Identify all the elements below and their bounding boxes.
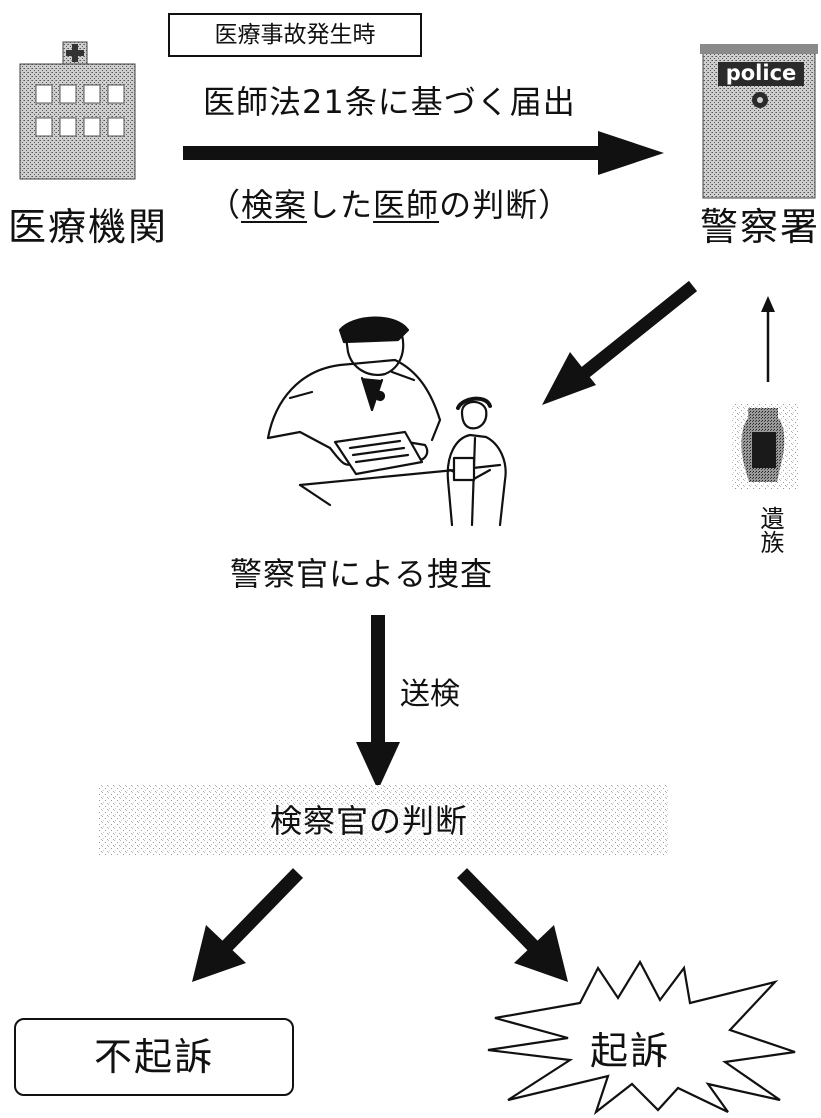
investigation-label: 警察官による捜査 bbox=[230, 555, 494, 593]
hospital-label: 医療機関 bbox=[8, 205, 169, 249]
to-indictment-arrow bbox=[456, 868, 568, 982]
police-station-label: 警察署 bbox=[700, 205, 821, 249]
judgment-tail: の判断） bbox=[439, 186, 572, 224]
prosecutor-judgment-label: 検察官の判断 bbox=[266, 805, 473, 837]
non-indictment-label: 不起訴 bbox=[93, 1035, 214, 1079]
judgment-underlined-term-2: 医師 bbox=[373, 186, 440, 224]
judgment-mid: した bbox=[307, 186, 374, 224]
police-investigation-illustration bbox=[266, 316, 507, 527]
police-station-icon bbox=[700, 44, 818, 199]
referral-label: 送検 bbox=[400, 677, 460, 712]
judgment-underlined-term-1: 検案 bbox=[241, 186, 308, 224]
referral-arrow bbox=[356, 615, 400, 790]
report-law-label: 医師法21条に基づく届出 bbox=[203, 83, 576, 121]
hospital-building-icon bbox=[19, 41, 136, 180]
family-icon bbox=[732, 403, 798, 489]
family-to-police-arrow bbox=[761, 296, 775, 382]
police-sign-text: police bbox=[725, 61, 797, 85]
family-label: 遺族 bbox=[756, 506, 784, 554]
event-label-box: 医療事故発生時 bbox=[168, 13, 422, 57]
non-indictment-box: 不起訴 bbox=[14, 1018, 294, 1096]
doctor-judgment-label: （検案した医師の判断） bbox=[208, 189, 571, 221]
police-to-investigation-arrow bbox=[542, 280, 698, 405]
judgment-open-paren: （ bbox=[208, 186, 242, 224]
to-non-indictment-arrow bbox=[192, 868, 304, 982]
event-label: 医療事故発生時 bbox=[214, 21, 376, 48]
report-arrow bbox=[183, 131, 664, 175]
indictment-starburst bbox=[487, 959, 796, 1116]
indictment-label: 起訴 bbox=[590, 1029, 671, 1073]
